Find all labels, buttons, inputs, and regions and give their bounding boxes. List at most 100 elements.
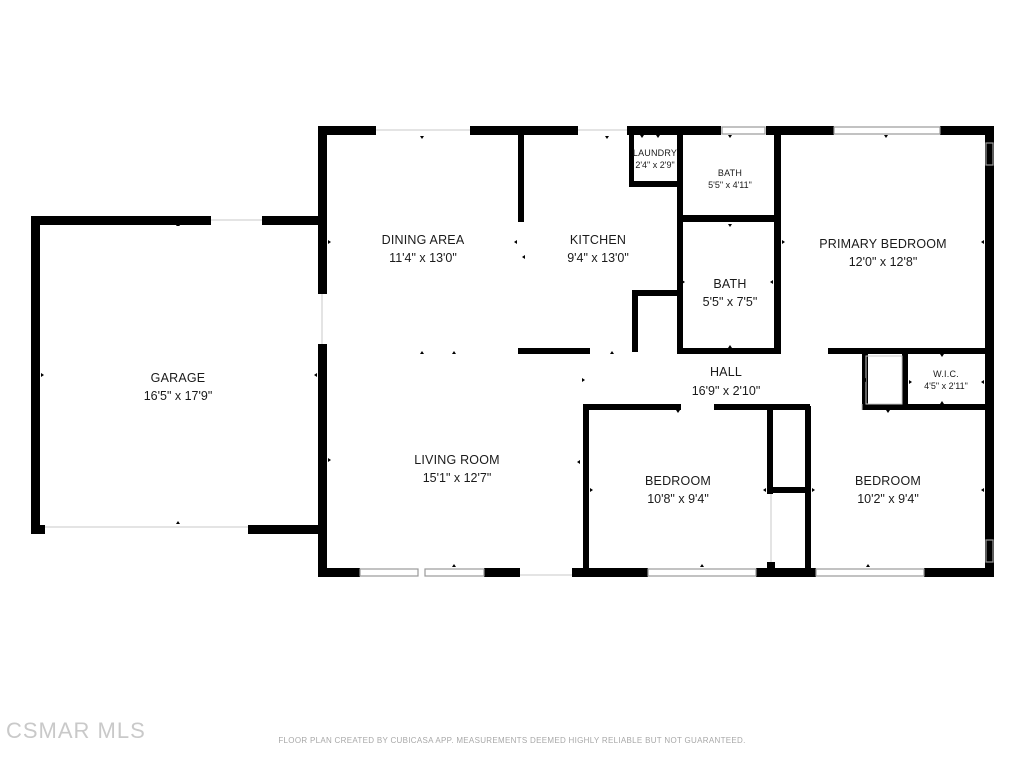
- wall-garage-left: [31, 216, 40, 530]
- window-right-upper: [985, 142, 994, 166]
- room-name-garage: GARAGE: [151, 371, 206, 385]
- wall-hall-top-2: [677, 348, 781, 354]
- marker: [940, 354, 944, 357]
- wall-laundry-left: [629, 132, 634, 186]
- marker: [682, 280, 685, 284]
- room-dims-bath-small: 5'5" x 4'11": [708, 180, 752, 190]
- marker: [328, 240, 331, 244]
- window-primary-top: [833, 126, 941, 135]
- wall-garage-bottom-1: [31, 525, 45, 534]
- marker: [522, 255, 525, 259]
- marker: [763, 488, 766, 492]
- wall-hall-bottom-1: [583, 404, 681, 410]
- room-name-living: LIVING ROOM: [414, 453, 500, 467]
- mls-watermark: CSMAR MLS: [6, 718, 146, 743]
- marker: [582, 378, 585, 382]
- interior-walls: [518, 132, 986, 576]
- disclaimer-note: FLOOR PLAN CREATED BY CUBICASA APP. MEAS…: [278, 736, 746, 745]
- room-dims-hall: 16'9" x 2'10": [692, 384, 761, 398]
- marker: [863, 378, 866, 382]
- room-name-bedroom-left: BEDROOM: [645, 474, 711, 488]
- marker: [728, 345, 732, 348]
- wall-dining-kitchen-stub: [518, 132, 524, 222]
- marker: [676, 410, 680, 413]
- room-dims-living: 15'1" x 12'7": [423, 471, 492, 485]
- room-name-bedroom-right: BEDROOM: [855, 474, 921, 488]
- room-name-laundry: LAUNDRY: [633, 148, 677, 158]
- marker: [610, 351, 614, 354]
- marker: [314, 373, 317, 377]
- room-name-dining: DINING AREA: [382, 233, 465, 247]
- room-name-wic: W.I.C.: [933, 369, 959, 379]
- wall-bath-right: [774, 132, 781, 354]
- marker: [782, 240, 785, 244]
- room-dims-primary-bedroom: 12'0" x 12'8": [849, 255, 918, 269]
- marker: [656, 135, 660, 138]
- wall-bedroom-left-west: [583, 404, 589, 576]
- wall-top-2: [470, 126, 578, 135]
- marker: [514, 240, 517, 244]
- wall-right: [985, 126, 994, 577]
- wall-hall-right-stub: [862, 354, 868, 410]
- wall-bedroom-divider-a: [767, 406, 773, 494]
- marker: [176, 223, 180, 226]
- wall-house-left-upper: [318, 126, 327, 294]
- marker: [640, 135, 644, 138]
- marker: [577, 460, 580, 464]
- room-dims-laundry: 2'4" x 2'9": [635, 160, 674, 170]
- marker: [176, 521, 180, 524]
- wall-top-1: [318, 126, 376, 135]
- wall-garage-top-2: [262, 216, 324, 225]
- window-living-1: [359, 568, 419, 577]
- room-dims-bedroom-left: 10'8" x 9'4": [647, 492, 709, 506]
- marker: [728, 135, 732, 138]
- wall-top-4: [766, 126, 834, 135]
- marker: [886, 410, 890, 413]
- window-living-2: [424, 568, 485, 577]
- wall-garage-top-1: [31, 216, 211, 225]
- room-dims-kitchen: 9'4" x 13'0": [567, 251, 629, 265]
- wall-closet-between: [767, 487, 811, 493]
- wall-hall-top-1: [518, 348, 590, 354]
- window-bedroom-left: [647, 568, 757, 577]
- wall-closet-between-bottom: [767, 562, 775, 576]
- wall-bottom-5: [924, 568, 994, 577]
- marker: [41, 373, 44, 377]
- marker: [909, 380, 912, 384]
- marker: [420, 136, 424, 139]
- wall-hall-bottom-3: [862, 404, 986, 410]
- wall-bottom-4: [756, 568, 816, 577]
- wall-garage-bottom-2: [248, 525, 324, 534]
- wall-top-3: [627, 126, 721, 135]
- marker: [700, 564, 704, 567]
- marker: [981, 240, 984, 244]
- windows: [359, 126, 994, 577]
- marker: [770, 280, 773, 284]
- dimension-markers: [41, 135, 984, 567]
- marker: [981, 380, 984, 384]
- wall-bath-left: [677, 132, 683, 354]
- room-dims-wic: 4'5" x 2'11": [924, 381, 968, 391]
- room-name-hall: HALL: [710, 365, 742, 379]
- marker: [940, 401, 944, 404]
- room-name-bath: BATH: [713, 277, 746, 291]
- room-dims-garage: 16'5" x 17'9": [144, 389, 213, 403]
- room-dims-bedroom-right: 10'2" x 9'4": [857, 492, 919, 506]
- room-name-bath-small: BATH: [718, 168, 742, 178]
- wall-wic-left: [902, 348, 908, 406]
- wall-bottom-3: [572, 568, 648, 577]
- marker: [420, 351, 424, 354]
- marker: [812, 488, 815, 492]
- room-name-primary-bedroom: PRIMARY BEDROOM: [819, 237, 947, 251]
- marker: [866, 564, 870, 567]
- marker: [452, 351, 456, 354]
- room-name-kitchen: KITCHEN: [570, 233, 626, 247]
- openings: [45, 129, 903, 576]
- wall-top-5: [940, 126, 994, 135]
- window-kitchen-top: [721, 126, 766, 135]
- room-labels: GARAGE 16'5" x 17'9" DINING AREA 11'4" x…: [144, 148, 968, 506]
- marker: [728, 224, 732, 227]
- marker: [605, 136, 609, 139]
- room-dims-dining: 11'4" x 13'0": [389, 251, 457, 265]
